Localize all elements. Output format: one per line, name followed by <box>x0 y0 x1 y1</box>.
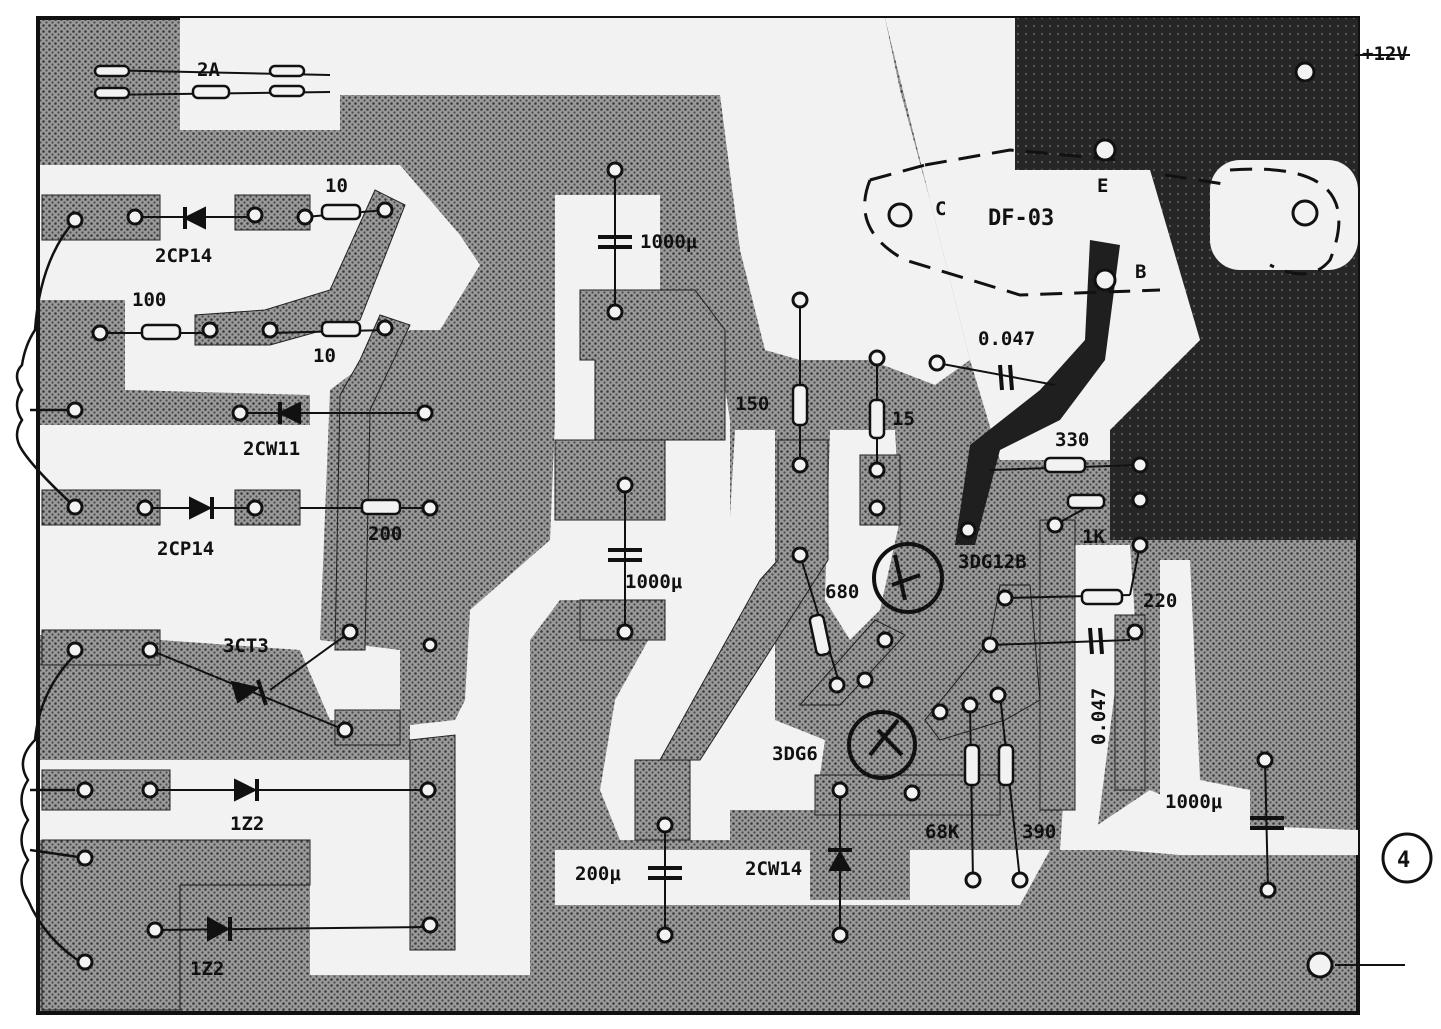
label-c-0047-a: 0.047 <box>978 328 1035 350</box>
label-r-200: 200 <box>368 523 402 545</box>
label-r-680: 680 <box>825 581 859 603</box>
copper-traces <box>41 189 1146 1011</box>
label-fuse: 2A <box>197 59 220 81</box>
label-r-10-top: 10 <box>325 175 348 197</box>
label-r-15: 15 <box>892 408 915 430</box>
label-d-1z2-a: 1Z2 <box>230 813 264 835</box>
label-r-1k: 1K <box>1082 526 1105 548</box>
label-c-1000-a: 1000μ <box>640 231 698 253</box>
power-transistor-outline <box>863 148 1341 297</box>
label-r-10-mid: 10 <box>313 345 336 367</box>
base-lead-strip <box>955 240 1120 545</box>
label-c-0047-b: 0.047 <box>1088 688 1110 745</box>
figure-number: 4 <box>1397 848 1410 873</box>
label-c-1000-c: 1000μ <box>1165 791 1223 813</box>
label-c-1000-b: 1000μ <box>625 571 683 593</box>
isolation-channels <box>40 18 1358 975</box>
label-d-2cp14-top: 2CP14 <box>155 245 212 267</box>
label-pin-c: C <box>935 198 946 220</box>
solder-pads <box>66 61 1334 979</box>
label-c-200: 200μ <box>575 863 621 885</box>
label-d-2cw14: 2CW14 <box>745 858 802 880</box>
label-scr-3ct3: 3CT3 <box>223 635 269 657</box>
label-pin-e: E <box>1097 175 1108 197</box>
label-q-3dg6: 3DG6 <box>772 743 818 765</box>
label-power-transistor: DF-03 <box>988 206 1054 231</box>
supply-label: +12V <box>1362 43 1408 65</box>
label-r-100: 100 <box>132 289 166 311</box>
label-r-390: 390 <box>1022 821 1056 843</box>
label-r-68k: 68K <box>925 821 960 843</box>
label-pin-b: B <box>1135 261 1146 283</box>
label-r-150: 150 <box>735 393 769 415</box>
label-r-330: 330 <box>1055 429 1089 451</box>
figure-number-circle <box>1381 832 1433 884</box>
label-r-220: 220 <box>1143 590 1177 612</box>
small-transistors <box>847 542 944 780</box>
label-d-1z2-b: 1Z2 <box>190 958 224 980</box>
capacitor-plates <box>598 235 1284 880</box>
label-d-2cw11: 2CW11 <box>243 438 300 460</box>
label-d-2cp14-mid: 2CP14 <box>157 538 214 560</box>
resistor-bodies <box>93 64 1124 787</box>
component-labels: +12V 4 2A 10 2CP14 100 10 2CW11 2CP14 20… <box>132 43 1410 980</box>
diode-symbols <box>182 206 852 942</box>
label-q-3dg12b: 3DG12B <box>958 551 1027 573</box>
